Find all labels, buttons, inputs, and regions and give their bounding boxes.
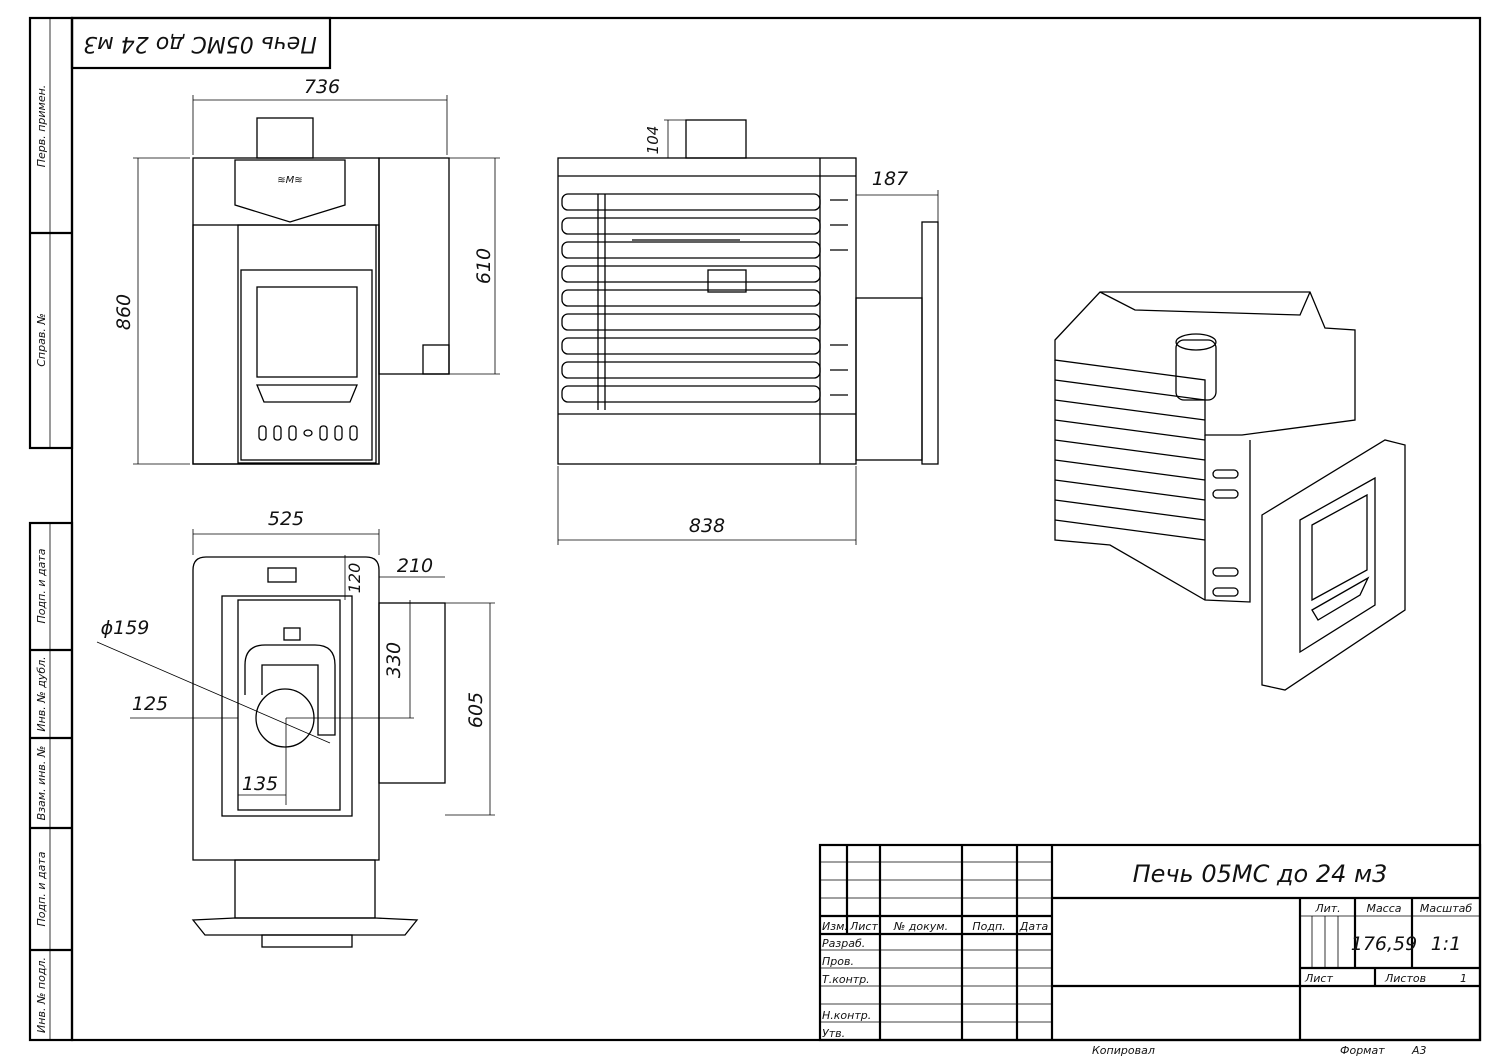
- role-label: Н.контр.: [822, 1009, 871, 1022]
- format-value: А3: [1411, 1044, 1427, 1057]
- sidebar-label: Подп. и дата: [35, 548, 48, 623]
- isometric-view: [1054, 291, 1406, 691]
- document-title: Печь 05МС до 24 м3: [1133, 860, 1388, 888]
- header-signature: Подп.: [972, 920, 1005, 933]
- dimension-label: 330: [383, 642, 405, 678]
- top-view: ϕ159 525 120 210 125 330 605 135: [96, 508, 495, 948]
- sidebar-label: Справ. №: [35, 313, 48, 367]
- header-doc-number: № докум.: [893, 920, 948, 933]
- dimension-label: 605: [465, 692, 487, 728]
- front-view: ≋M≋ 736 860 610: [113, 76, 500, 465]
- scale-label: Масштаб: [1420, 902, 1472, 915]
- header-change: Изм.: [822, 920, 848, 933]
- mirrored-title: Печь 05МС до 24 м3: [83, 31, 317, 56]
- logo-icon: ≋M≋: [277, 175, 302, 186]
- dimension-label: ϕ159: [101, 617, 150, 639]
- sidebar-label: Инв. № дубл.: [35, 656, 48, 731]
- dimension-label: 610: [473, 248, 495, 284]
- header-sheet: Лист: [849, 920, 878, 933]
- side-view: 104 187 838: [557, 119, 939, 545]
- dimension-label: 860: [113, 294, 135, 330]
- dimension-label: 187: [872, 168, 908, 190]
- dimension-label: 525: [268, 508, 304, 530]
- dimension-label: 120: [345, 563, 364, 594]
- dimension-label: 210: [397, 555, 433, 577]
- dimension-label: 125: [132, 693, 168, 715]
- sidebar-label: Подп. и дата: [35, 851, 48, 926]
- sidebar-label: Перв. примен.: [35, 85, 48, 168]
- dimension-label: 135: [242, 773, 278, 795]
- dimension-label: 838: [689, 515, 725, 537]
- role-label: Т.контр.: [822, 973, 870, 986]
- sidebar-label: Инв. № подл.: [35, 957, 48, 1033]
- sheets-value: 1: [1460, 972, 1467, 985]
- mass-value: 176,59: [1351, 933, 1417, 955]
- dimension-label: 736: [304, 76, 340, 98]
- sheet-label: Лист: [1304, 972, 1333, 985]
- format-label: Формат: [1340, 1044, 1385, 1057]
- title-block: Печь 05МС до 24 м3 Изм. Лист № докум. По…: [818, 843, 1482, 1057]
- sidebar-stamp: Перв. примен. Справ. № Подп. и дата Инв.…: [28, 16, 74, 1042]
- mirrored-title-box: [70, 16, 332, 70]
- role-label: Разраб.: [822, 937, 865, 950]
- dimension-label: 104: [644, 126, 662, 155]
- copied-label: Копировал: [1092, 1044, 1155, 1057]
- scale-value: 1:1: [1431, 933, 1462, 955]
- header-date: Дата: [1019, 920, 1049, 933]
- sheets-label: Листов: [1384, 972, 1426, 985]
- mass-label: Масса: [1366, 902, 1401, 915]
- sidebar-label: Взам. инв. №: [35, 746, 48, 821]
- lit-label: Лит.: [1314, 902, 1340, 915]
- role-label: Пров.: [822, 955, 854, 968]
- role-label: Утв.: [822, 1027, 845, 1040]
